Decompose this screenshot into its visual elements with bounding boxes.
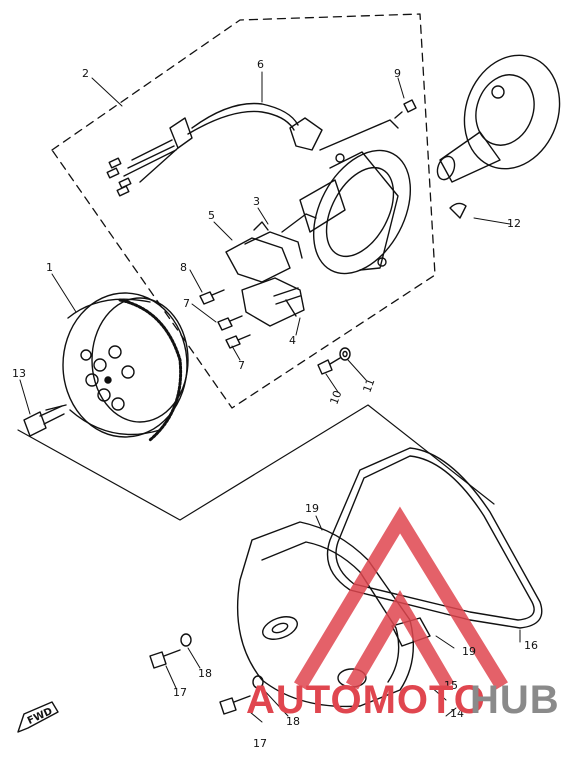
callout-4: 4 (289, 334, 296, 347)
callout-1: 1 (46, 261, 53, 274)
callout-7-upper: 7 (183, 297, 190, 310)
callout-15: 15 (444, 679, 458, 692)
rotor-bolt (23, 404, 67, 437)
flywheel-rotor (62, 292, 189, 442)
callout-5: 5 (208, 209, 215, 222)
screw-7-upper (217, 315, 243, 331)
washer-11 (339, 347, 351, 361)
callout-19-upper: 19 (305, 502, 319, 515)
callout-8: 8 (180, 261, 187, 274)
lighting-coil (225, 213, 317, 283)
callout-18-lower: 18 (286, 715, 300, 728)
woodruff-key-12 (449, 202, 467, 219)
watermark-logo-triangle (294, 506, 508, 690)
callout-18-upper: 18 (198, 667, 212, 680)
callout-19-lower: 19 (462, 645, 476, 658)
group-bracket-line (17, 404, 495, 521)
watermark-automoto: AUTOMOTO (246, 678, 486, 722)
wiring-harness (106, 102, 323, 197)
screw-9 (403, 99, 417, 113)
bolt-17-upper (149, 649, 181, 669)
crankcase-boss (436, 54, 561, 183)
watermark-hub: HUB (470, 678, 560, 722)
crankcase-cover (236, 521, 431, 708)
pickup-coil (241, 277, 305, 327)
screw-7-lower (225, 334, 251, 349)
callout-16: 16 (524, 639, 538, 652)
callout-14: 14 (450, 707, 464, 720)
assembly-dashed-boundary (51, 13, 436, 409)
cover-gasket (326, 447, 543, 629)
callout-6: 6 (257, 58, 264, 71)
fwd-arrow (17, 701, 59, 733)
callout-7-lower: 7 (238, 359, 245, 372)
screw-10 (317, 357, 341, 375)
callout-2: 2 (82, 67, 89, 80)
callout-9: 9 (394, 67, 401, 80)
callout-3: 3 (253, 195, 260, 208)
bolt-17-lower (219, 695, 251, 715)
leader-lines (19, 71, 521, 723)
washer-18-lower (252, 675, 264, 689)
callout-17-upper: 17 (173, 686, 187, 699)
stator-base-plate (299, 111, 412, 275)
screw-8 (199, 289, 225, 305)
washer-18-upper (180, 633, 192, 647)
callout-13: 13 (12, 367, 26, 380)
callout-17-lower: 17 (253, 737, 267, 750)
callout-12: 12 (507, 217, 521, 230)
